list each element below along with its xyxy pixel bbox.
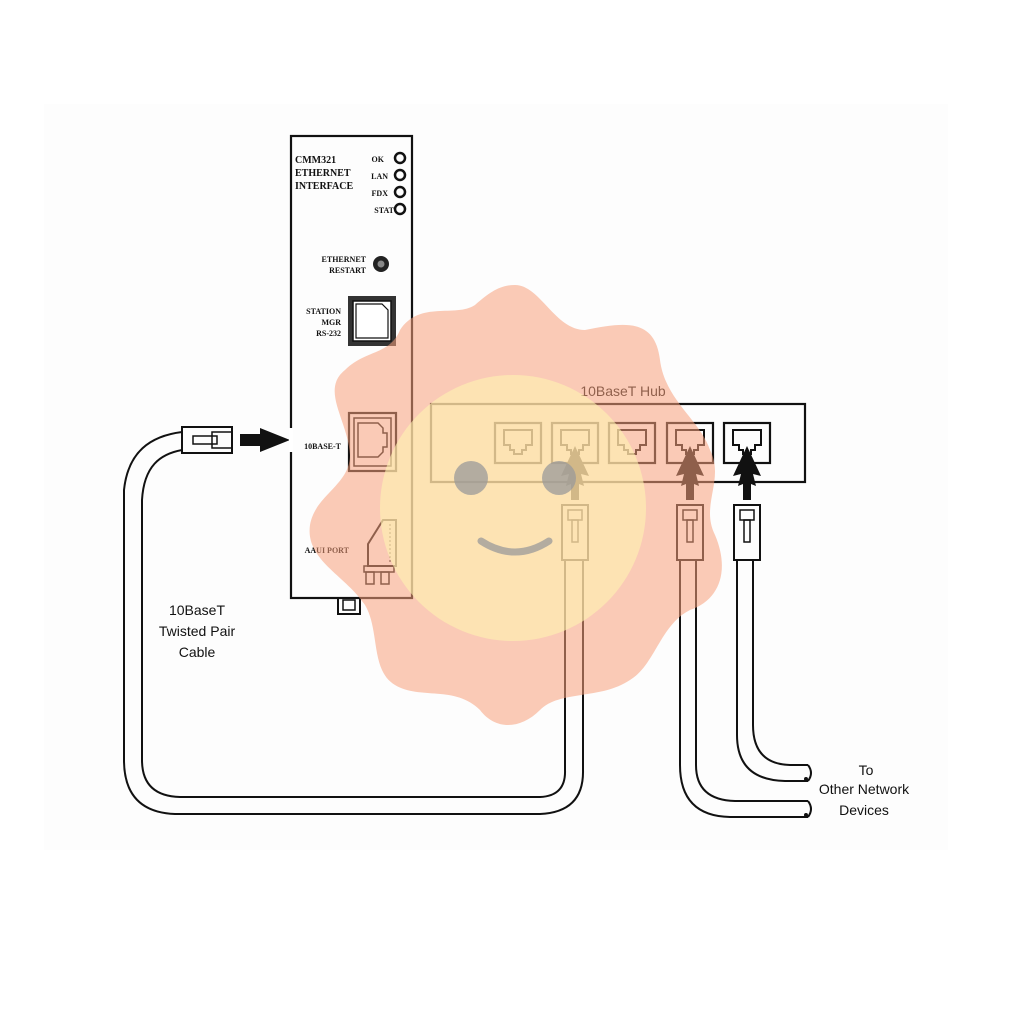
- led-fdx-label: FDX: [372, 189, 389, 198]
- cable-to-other-devices: [736, 560, 812, 782]
- twisted-pair-cable: [123, 426, 585, 815]
- led-ok: OK: [372, 151, 407, 165]
- insert-arrow-icon: [733, 446, 761, 500]
- ethernet-restart-button[interactable]: ETHERNET RESTART: [322, 255, 389, 275]
- cable-label-line2: Twisted Pair: [159, 623, 236, 639]
- station-mgr-label-line2: MGR: [321, 318, 341, 327]
- led-fdx-indicator-icon: [393, 185, 407, 199]
- led-ok-indicator-icon: [393, 151, 407, 165]
- rj45-plug-icon: [181, 426, 233, 454]
- led-lan: LAN: [371, 168, 407, 182]
- smiley-face-icon: [380, 375, 646, 641]
- led-stat-indicator-icon: [393, 202, 407, 216]
- cable-label: 10BaseT Twisted Pair Cable: [159, 602, 236, 660]
- station-mgr-port[interactable]: STATION MGR RS-232: [306, 296, 396, 346]
- station-mgr-label-line3: RS-232: [316, 329, 341, 338]
- smiley-mouth-icon: [477, 537, 553, 556]
- other-devices-label: To Other Network Devices: [819, 762, 910, 818]
- led-stat: STAT: [374, 202, 407, 216]
- led-ok-label: OK: [372, 155, 385, 164]
- module-name-line1: CMM321: [295, 155, 336, 166]
- cable-to-other-devices: [679, 560, 812, 818]
- smiley-right-eye-icon: [542, 461, 576, 495]
- cable-label-line3: Cable: [179, 644, 216, 660]
- station-mgr-label-line1: STATION: [306, 307, 341, 316]
- smiley-face: [380, 375, 646, 641]
- led-fdx: FDX: [372, 185, 407, 199]
- other-devices-line2: Other Network: [819, 781, 910, 797]
- other-devices-line1: To: [859, 762, 874, 778]
- module-name-line2: ETHERNET: [295, 168, 351, 179]
- insert-arrow-icon: [240, 428, 290, 452]
- smiley-features: [454, 461, 576, 556]
- restart-label-line1: ETHERNET: [322, 255, 367, 264]
- restart-label-line2: RESTART: [329, 266, 367, 275]
- cable-label-line1: 10BaseT: [169, 602, 225, 618]
- led-lan-label: LAN: [371, 172, 388, 181]
- module-name-line3: INTERFACE: [295, 181, 353, 192]
- led-stat-label: STAT: [374, 206, 394, 215]
- led-lan-indicator-icon: [393, 168, 407, 182]
- other-devices-line3: Devices: [839, 802, 889, 818]
- 10baset-port-label: 10BASE-T: [304, 442, 342, 451]
- rj45-plug-icon: [733, 504, 761, 561]
- smiley-left-eye-icon: [454, 461, 488, 495]
